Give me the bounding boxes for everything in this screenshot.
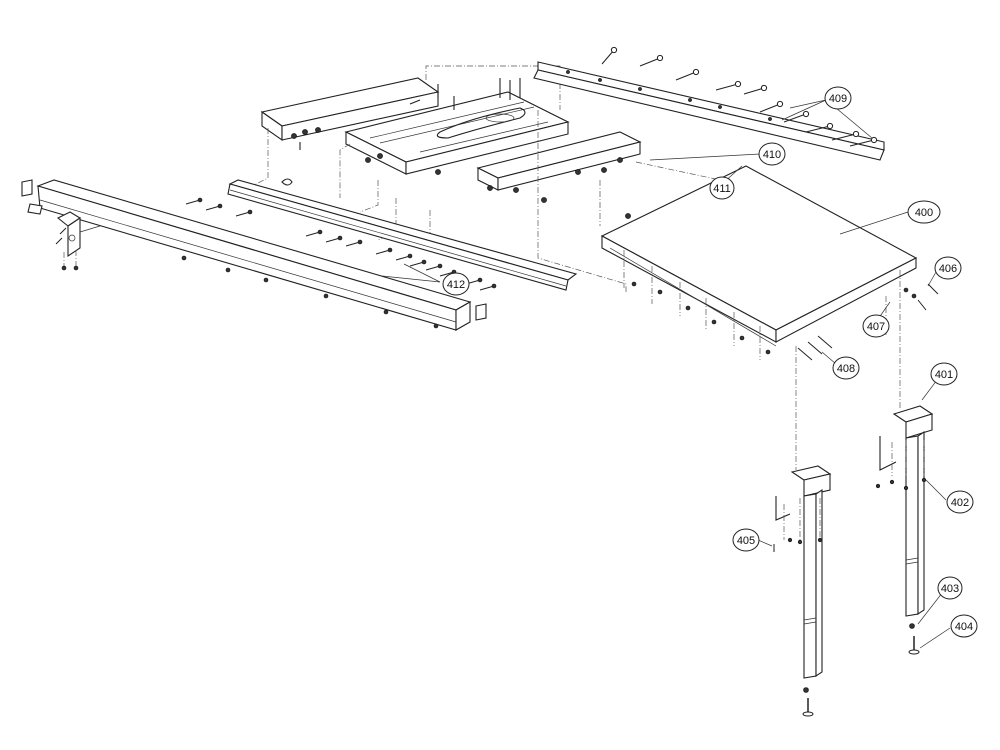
right-wing-panel (476, 131, 642, 191)
callout-410: 410 (758, 142, 786, 166)
callout-400: 400 (907, 200, 941, 224)
svg-text:402: 402 (951, 497, 969, 509)
svg-text:412: 412 (447, 279, 465, 291)
callout-412: 412 (442, 272, 470, 296)
callout-408: 408 (832, 356, 860, 380)
extension-table-top (600, 165, 918, 347)
svg-text:404: 404 (955, 621, 973, 633)
leg-front (773, 346, 832, 717)
fence-rail-screws (181, 255, 439, 329)
svg-text:401: 401 (935, 369, 953, 381)
rear-rail (533, 61, 885, 161)
callout-406: 406 (934, 256, 962, 280)
svg-text:408: 408 (837, 363, 855, 375)
rear-rail-bolts (601, 46, 878, 147)
callout-404: 404 (950, 614, 978, 638)
callout-411: 411 (709, 176, 735, 200)
callout-407: 407 (862, 314, 890, 338)
svg-text:411: 411 (713, 183, 731, 195)
callout-402: 402 (946, 490, 974, 514)
callout-405: 405 (732, 528, 760, 552)
top-panel-screws (291, 78, 631, 219)
angle-rail (227, 178, 578, 291)
fence-rail-end-caps (21, 179, 487, 321)
svg-text:410: 410 (763, 149, 781, 161)
left-wing-panel (260, 77, 440, 142)
fence-rail-bracket (55, 211, 101, 271)
svg-text:406: 406 (939, 263, 957, 275)
callout-409: 409 (824, 86, 852, 110)
callout-403: 403 (937, 576, 963, 600)
leg-rear (875, 270, 934, 655)
extension-table-fasteners (623, 250, 939, 361)
table-insert-panel (344, 91, 570, 175)
leader-lines (381, 99, 951, 649)
svg-text:403: 403 (941, 583, 959, 595)
svg-text:407: 407 (867, 321, 885, 333)
front-fence-rail (36, 179, 472, 331)
callout-401: 401 (930, 362, 958, 386)
blade-slot (436, 107, 526, 139)
center-lines-top (251, 65, 721, 292)
svg-text:400: 400 (915, 207, 933, 219)
svg-text:409: 409 (829, 93, 847, 105)
svg-text:405: 405 (737, 535, 755, 547)
